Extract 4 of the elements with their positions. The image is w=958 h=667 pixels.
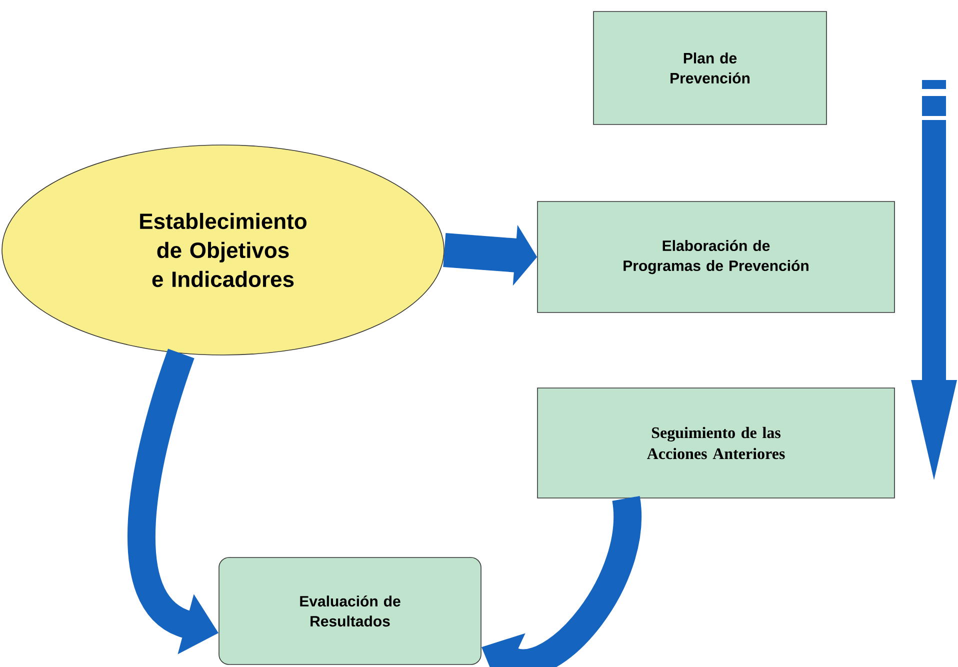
result-box: Evaluación de Resultados (218, 557, 482, 665)
process-box: Plan de Prevención (593, 11, 827, 125)
process-box: Elaboración de Programas de Prevención (537, 201, 895, 313)
process-box: Seguimiento de las Acciones Anteriores (537, 388, 895, 498)
